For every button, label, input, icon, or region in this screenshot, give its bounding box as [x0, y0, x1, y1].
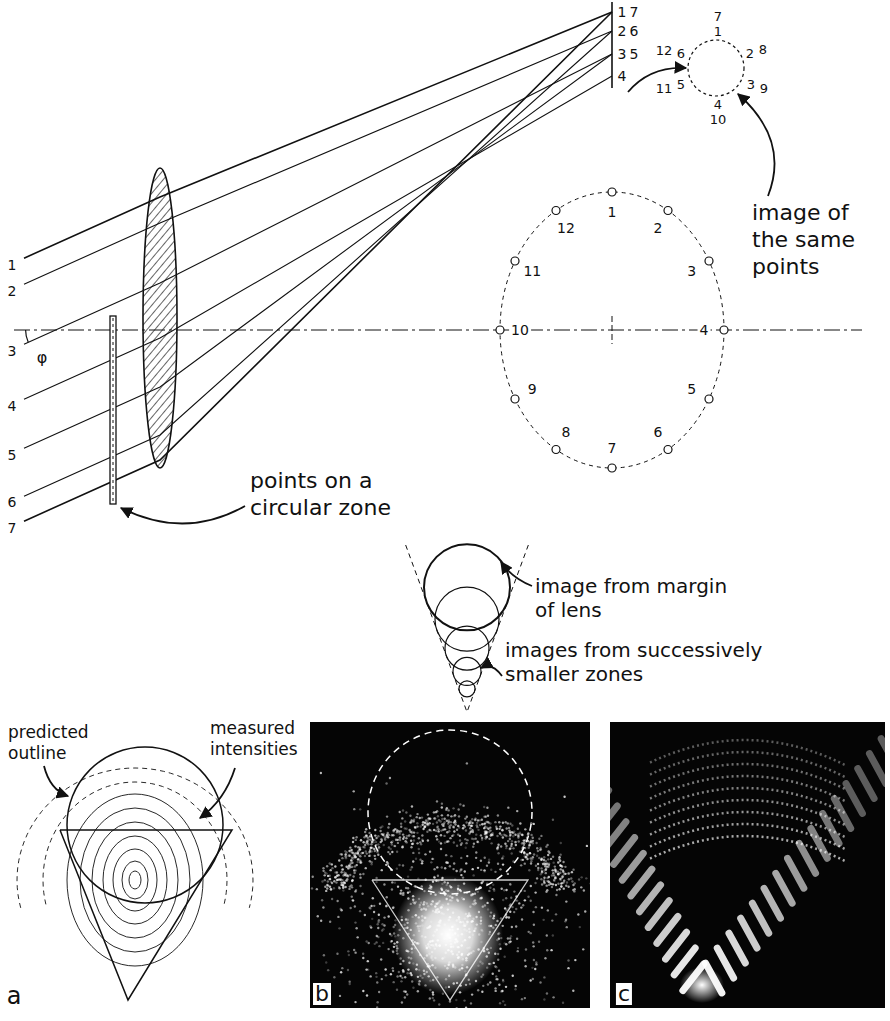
point-number: 12 — [555, 221, 577, 235]
image-circle — [688, 40, 744, 96]
optical-axis — [14, 330, 862, 331]
image-number: 4 — [618, 69, 627, 83]
lens — [143, 168, 177, 468]
point-number: 7 — [606, 441, 619, 455]
ray-number: 7 — [8, 521, 17, 535]
image-number: 6 — [677, 47, 685, 60]
ray-number: 4 — [8, 399, 17, 413]
image-number: 1 — [618, 5, 627, 19]
point-number: 9 — [526, 382, 539, 396]
image-number: 7 — [714, 10, 722, 23]
image-number: 7 — [630, 5, 639, 19]
panel-letter: a — [7, 984, 22, 1008]
leader-arrows — [44, 68, 775, 818]
callout-text: image from margin of lens — [535, 574, 750, 623]
image-number: 9 — [760, 82, 768, 95]
leader-arrow — [481, 666, 502, 676]
image-number: 2 — [746, 47, 754, 60]
image-number: 5 — [677, 78, 685, 91]
point-number: 3 — [685, 264, 698, 278]
coma-cone — [406, 544, 529, 712]
image-number: 3 — [618, 47, 627, 61]
panel-letter: b — [313, 983, 331, 1005]
ray-number: 1 — [8, 258, 17, 272]
callout-text: predicted outline — [8, 722, 108, 763]
callout-text: images from successively smaller zones — [505, 638, 805, 687]
ray — [24, 12, 612, 521]
point-number: 8 — [560, 425, 573, 439]
image-number: 4 — [714, 98, 722, 111]
image-number: 3 — [747, 78, 755, 91]
center-mark — [612, 316, 613, 344]
image-number: 5 — [630, 47, 639, 61]
point-number: 1 — [606, 205, 619, 219]
image-screen — [612, 2, 613, 88]
light-rays — [24, 12, 612, 521]
point-number: 5 — [685, 382, 698, 396]
angle-symbol: φ — [37, 350, 48, 366]
point-number: 6 — [652, 425, 665, 439]
callout-text: measured intensities — [210, 718, 315, 759]
callout-text: image of the same points — [752, 200, 882, 280]
ray-number: 6 — [8, 495, 17, 509]
leader-arrow — [121, 506, 245, 524]
leader-arrow — [501, 562, 532, 586]
zone-circle — [496, 188, 728, 472]
image-number: 12 — [656, 44, 673, 57]
leader-arrow — [738, 94, 775, 196]
angle-arc — [26, 330, 29, 342]
ray — [24, 54, 612, 344]
point-number: 11 — [521, 264, 543, 278]
point-number: 2 — [652, 221, 665, 235]
image-number: 8 — [759, 43, 767, 56]
image-number: 6 — [630, 24, 639, 38]
leader-arrow — [44, 766, 68, 796]
image-number: 2 — [618, 24, 627, 38]
point-number: 10 — [509, 323, 531, 337]
ray-number: 3 — [8, 344, 17, 358]
panel-c-photo — [588, 722, 890, 1008]
image-number: 10 — [710, 113, 727, 126]
image-number: 11 — [656, 82, 673, 95]
ray — [24, 12, 612, 258]
panel-letter: c — [616, 983, 632, 1005]
panel-a-figure — [17, 747, 253, 1000]
panel-b-photo — [271, 722, 609, 1021]
point-number: 4 — [698, 323, 711, 337]
leader-arrow — [200, 768, 235, 818]
ray-number: 2 — [8, 284, 17, 298]
filter-plate — [110, 316, 116, 504]
callout-text: points on a circular zone — [250, 468, 450, 522]
ray-number: 5 — [8, 448, 17, 462]
image-number: 1 — [714, 25, 722, 38]
